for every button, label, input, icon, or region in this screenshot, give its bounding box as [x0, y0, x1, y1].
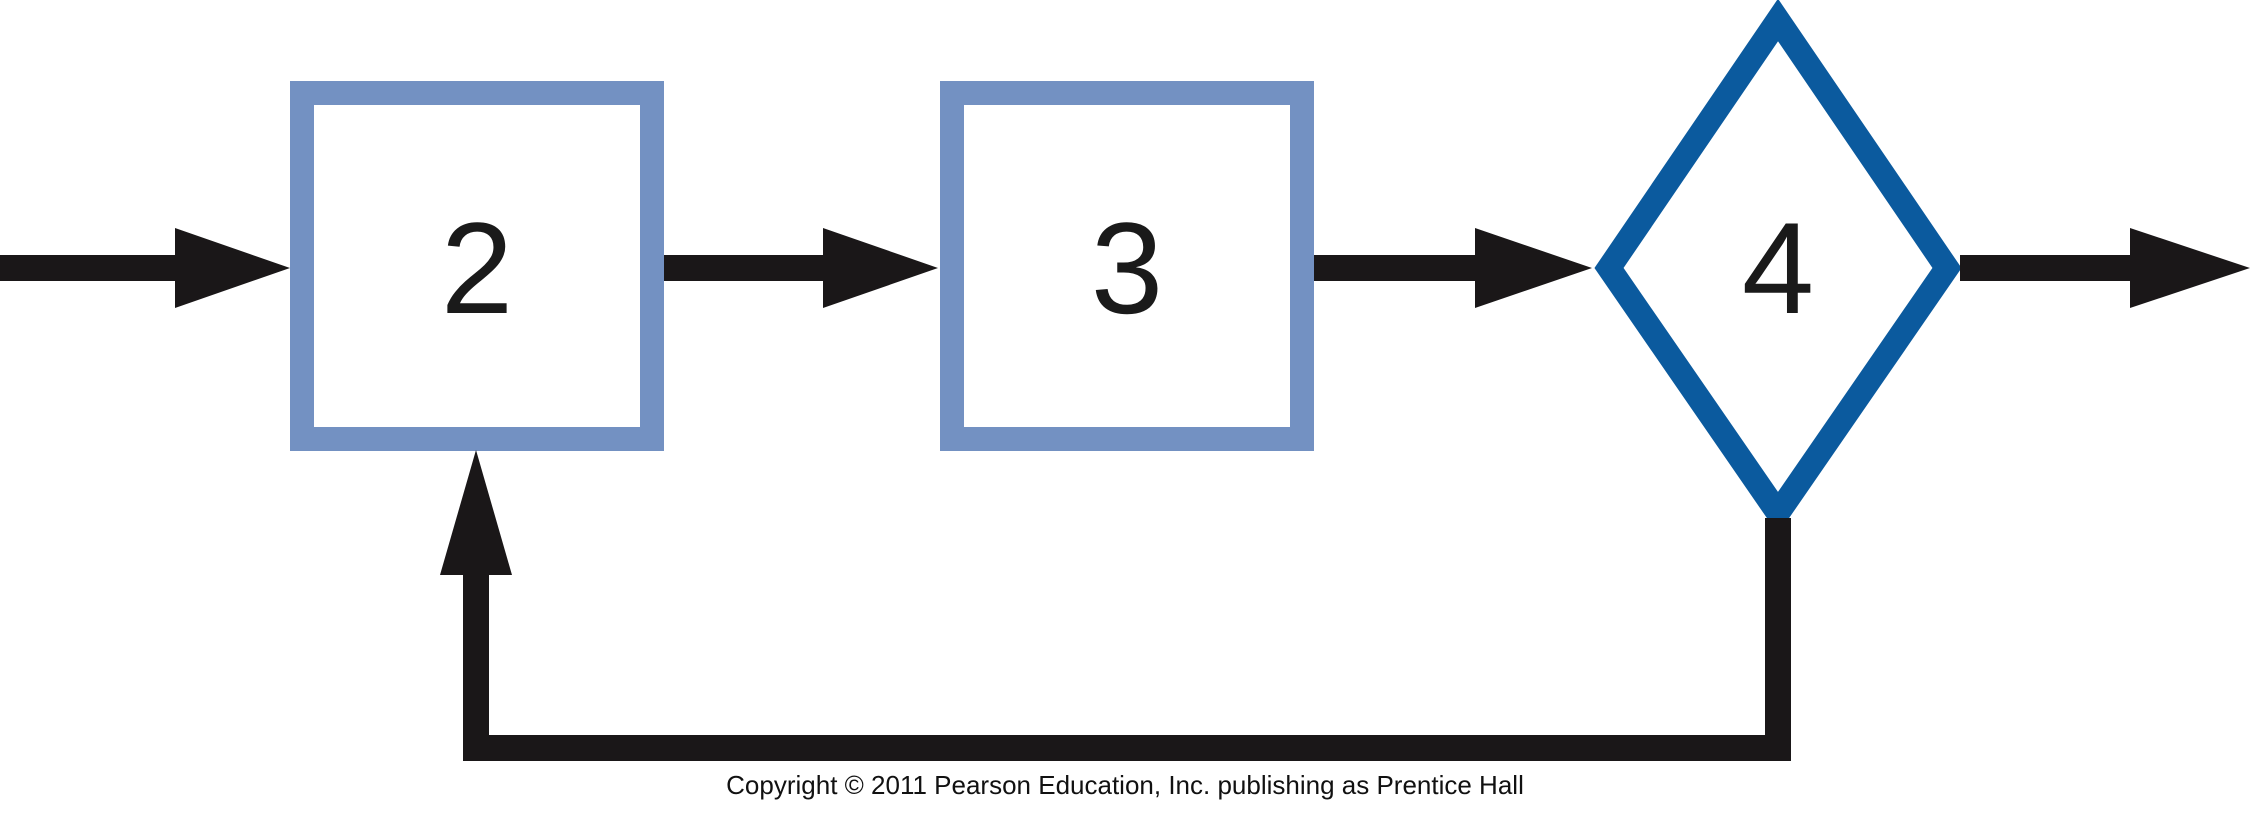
copyright-footer: Copyright © 2011 Pearson Education, Inc.…	[726, 770, 1524, 800]
node-step-3	[940, 81, 1314, 451]
arrow-step-3-to-decision-4	[1314, 228, 1592, 308]
node-step-3-label: 3	[1091, 195, 1163, 341]
node-decision-4-label: 4	[1742, 195, 1814, 341]
arrow-feedback-loop	[440, 450, 1791, 761]
arrow-decision-4-to-output	[1960, 228, 2250, 308]
arrow-input-to-step-2	[0, 228, 290, 308]
node-step-2-label: 2	[441, 195, 513, 341]
arrow-step-2-to-step-3	[664, 228, 938, 308]
node-step-2	[290, 81, 664, 451]
node-decision-4	[1594, 0, 1962, 535]
